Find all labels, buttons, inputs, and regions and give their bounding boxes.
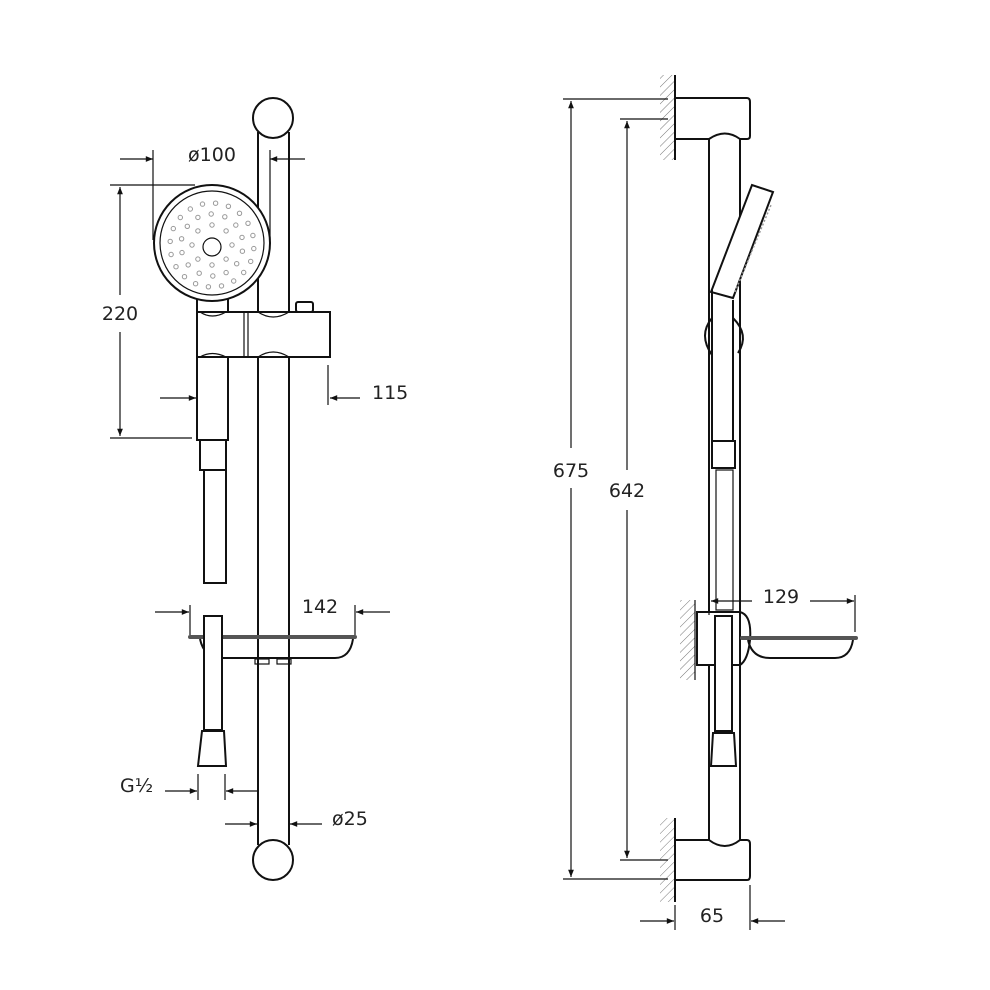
spray-nozzle [222,214,228,220]
spray-nozzle [223,269,229,276]
spray-nozzle [229,242,235,248]
spray-nozzle [195,214,201,221]
spray-nozzle [184,223,191,230]
dimension-connection-thread: G½ [120,774,258,800]
front-view: ø100 220 115 142 G½ [102,97,408,881]
dim-label-642: 642 [609,480,645,502]
spray-nozzle [218,283,225,289]
spray-nozzle [192,281,199,287]
side-view: 675 642 129 65 [553,75,858,930]
spray-nozzle [236,210,243,217]
spray-nozzle [178,236,185,242]
spray-nozzle [209,262,215,268]
spray-nozzle [167,238,173,245]
spray-nozzle [196,270,202,276]
spray-nozzle [231,278,237,284]
spray-nozzle [234,261,240,267]
dim-label-142: 142 [302,596,338,618]
wall-hatch-top [660,75,676,160]
spray-nozzle [170,225,177,232]
slider-bracket [196,301,331,358]
dimension-129: 129 [708,586,856,632]
spray-nozzle [225,203,232,210]
dimension-115: 115 [160,365,408,405]
spray-nozzle [250,232,256,239]
spray-nozzle [248,258,254,265]
dimension-142: 142 [155,596,390,635]
spray-nozzle [199,201,206,207]
spray-nozzle [209,222,215,228]
hose-lower [196,615,228,767]
spray-nozzle [212,200,219,206]
dimension-220: 220 [102,184,195,439]
slide-rail [252,97,294,881]
holder-clip-right [732,317,744,354]
spray-nozzle [239,248,246,254]
spray-nozzle [208,211,214,217]
dim-label-129: 129 [763,586,799,608]
spray-nozzle [239,234,245,241]
holder-clip-left [704,317,713,356]
spray-nozzle [189,242,195,248]
dim-label-115: 115 [372,382,408,404]
dim-label-675: 675 [553,460,589,482]
spray-nozzle [241,269,247,276]
side-hose-fitting-lower [709,732,738,767]
side-hose-fitting-upper [711,440,736,469]
dim-label-diameter-25: ø25 [332,808,368,830]
spray-nozzle [168,251,174,258]
side-soap-dish-holder [696,611,752,732]
dim-label-220: 220 [102,303,138,325]
spray-nozzle [245,220,251,227]
dim-label-diameter-100: ø100 [188,144,236,166]
wall-hatch-middle [680,600,696,680]
spray-nozzle [173,264,179,270]
side-soap-dish [740,636,858,659]
upper-wall-bracket [674,97,751,140]
spray-nozzle [223,228,229,234]
shower-head-face [153,184,271,302]
spray-nozzle [251,245,257,252]
spray-nozzle [179,249,185,256]
side-hand-shower [704,183,775,440]
hose-connector [196,730,228,767]
spray-nozzle [195,228,201,234]
spray-nozzle [177,214,184,221]
spray-nozzle [233,222,239,228]
spray-nozzle [185,262,191,268]
dim-label-65: 65 [700,905,724,927]
dim-label-g-half: G½ [120,775,153,797]
dimension-642: 642 [609,118,668,861]
lower-wall-bracket [674,839,751,881]
spray-nozzle [187,206,194,212]
dimension-65: 65 [640,885,785,930]
dimension-675: 675 [553,98,668,880]
spray-nozzle [205,284,212,290]
locking-knob [295,301,314,313]
rail-top-cap [252,97,294,139]
dimension-rail-diameter: ø25 [225,808,368,830]
spray-nozzle [195,256,201,262]
spray-nozzle [210,273,216,279]
spray-nozzle [223,256,229,262]
hose-upper [203,469,227,584]
rail-bottom-cap [252,839,294,881]
spray-nozzle [181,274,188,280]
dimension-head-diameter: ø100 [120,144,305,240]
